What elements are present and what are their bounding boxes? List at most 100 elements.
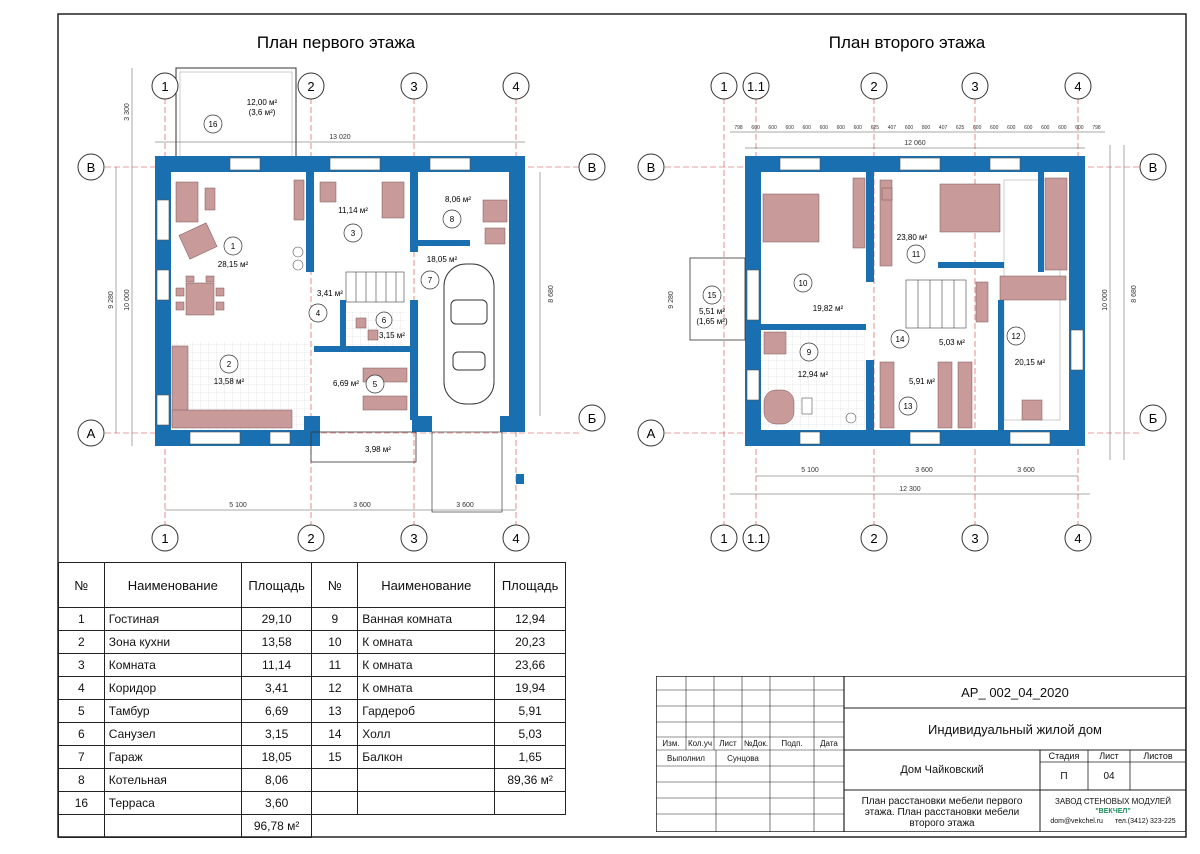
title-block-grid (656, 676, 1186, 832)
table-cell: 12,94 (494, 607, 566, 631)
table-cell: 5,91 (494, 699, 566, 723)
table-cell: 5,03 (494, 722, 566, 746)
floor2-dimension-lines (730, 131, 1125, 495)
table-cell (494, 791, 566, 815)
table-cell: Гостиная (103, 607, 242, 631)
stamp-performer: Сунцова (727, 753, 759, 763)
stamp-project: Индивидуальный жилой дом (927, 721, 1102, 737)
svg-text:1.1: 1.1 (747, 531, 765, 546)
svg-text:1: 1 (720, 79, 727, 94)
svg-text:19,82 м²: 19,82 м² (813, 304, 844, 313)
svg-text:6,69 м²: 6,69 м² (333, 379, 359, 388)
module-dimension: 800 (922, 125, 931, 131)
table-cell: Тамбур (103, 699, 242, 723)
table-cell: 29,10 (240, 607, 313, 631)
svg-text:3,98 м²: 3,98 м² (365, 445, 391, 454)
stamp-sheet: 04 (1103, 770, 1115, 782)
svg-text:8: 8 (450, 215, 455, 224)
svg-text:В: В (1149, 160, 1158, 175)
col-no-right: № (311, 562, 359, 608)
svg-text:7: 7 (428, 276, 433, 285)
col-area-left: Площадь (240, 562, 313, 608)
table-cell: 3 (58, 653, 105, 677)
module-dimension: 600 (768, 125, 777, 131)
svg-text:3 600: 3 600 (456, 502, 474, 509)
svg-text:5 100: 5 100 (801, 467, 819, 474)
module-dimension: 625 (956, 125, 965, 131)
svg-text:14: 14 (896, 335, 905, 344)
table-cell: 5 (58, 699, 105, 723)
svg-text:12,00 м²: 12,00 м² (247, 98, 278, 107)
floor2-title: План второго этажа (829, 33, 986, 52)
floor2-dimensions: 12 060 5 100 3 600 3 600 12 300 9 280 10… (668, 140, 1138, 493)
svg-text:8 680: 8 680 (1131, 285, 1138, 303)
table-cell: 3,15 (240, 722, 313, 746)
table-cell: 11 (311, 653, 359, 677)
module-dimension: 407 (939, 125, 948, 131)
table-cell: 19,94 (494, 676, 566, 700)
svg-text:10 000: 10 000 (124, 289, 131, 311)
svg-text:28,15 м²: 28,15 м² (218, 260, 249, 269)
table-cell (357, 768, 496, 792)
table-cell: Коридор (103, 676, 242, 700)
svg-text:2: 2 (307, 531, 314, 546)
module-dimension: 600 (1058, 125, 1067, 131)
svg-text:4: 4 (1074, 79, 1081, 94)
svg-text:3,15 м²: 3,15 м² (379, 331, 405, 340)
total-area-right: 89,36 м² (494, 768, 566, 792)
svg-text:(1,65 м²): (1,65 м²) (696, 317, 728, 326)
stamp-object: Дом Чайковский (900, 764, 984, 776)
stamp-stage-header: Стадия (1048, 751, 1080, 761)
table-cell: 2 (58, 630, 105, 654)
table-cell: 6,69 (240, 699, 313, 723)
table-cell (311, 768, 359, 792)
svg-text:3: 3 (410, 531, 417, 546)
company-brand-logo: "ВЕКЧЕЛ" (1095, 808, 1131, 815)
stamp-col-izm: Изм. (662, 739, 680, 748)
stamp-col-list: Лист (719, 739, 737, 748)
svg-text:23,80 м²: 23,80 м² (897, 233, 928, 242)
svg-text:15: 15 (708, 291, 717, 300)
svg-text:10 000: 10 000 (1102, 289, 1109, 311)
table-cell: Комната (103, 653, 242, 677)
svg-text:3 600: 3 600 (915, 467, 933, 474)
table-cell: Зона кухни (103, 630, 242, 654)
module-dimension: 600 (1041, 125, 1050, 131)
svg-text:5: 5 (373, 380, 378, 389)
table-cell: 18,05 (240, 745, 313, 769)
svg-text:1: 1 (720, 531, 727, 546)
svg-text:12,94 м²: 12,94 м² (798, 370, 829, 379)
stamp-code: АР_ 002_04_2020 (961, 684, 1069, 700)
svg-text:9 280: 9 280 (108, 291, 115, 309)
table-cell: 9 (311, 607, 359, 631)
module-dimension: 600 (803, 125, 812, 131)
stamp-sheets-header: Листов (1143, 751, 1173, 761)
stamp-col-doc: №Док. (743, 739, 769, 748)
svg-text:4: 4 (316, 309, 321, 318)
svg-text:4: 4 (512, 531, 519, 546)
svg-text:3: 3 (351, 229, 356, 238)
svg-text:5 100: 5 100 (229, 502, 247, 509)
svg-text:Б: Б (588, 411, 597, 426)
stamp-col-date: Дата (820, 739, 838, 748)
table-cell: 13,58 (240, 630, 313, 654)
svg-text:А: А (647, 426, 656, 441)
company-phone: тел.(3412) 323-225 (1114, 818, 1176, 825)
table-cell: Ванная комната (357, 607, 496, 631)
table-cell: Терраса (103, 791, 242, 815)
stamp-col-sign: Подп. (781, 739, 803, 748)
stamp-company: ЗАВОД СТЕНОВЫХ МОДУЛЕЙ "ВЕКЧЕЛ" dom@vekc… (1050, 797, 1176, 825)
floor1-furniture (171, 179, 508, 429)
svg-text:13: 13 (904, 402, 913, 411)
svg-text:10: 10 (799, 279, 808, 288)
svg-text:3: 3 (971, 531, 978, 546)
svg-text:9 280: 9 280 (668, 291, 675, 309)
table-cell (311, 791, 359, 815)
